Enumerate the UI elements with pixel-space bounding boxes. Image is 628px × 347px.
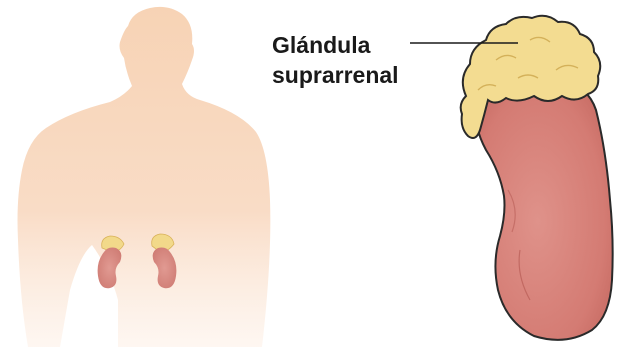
label-line-2: suprarrenal [272, 60, 399, 90]
kidney-body [476, 76, 613, 339]
torso-shape [18, 7, 271, 347]
human-body-silhouette [18, 7, 271, 347]
kidney-detail [476, 76, 613, 339]
label-line-1: Glándula [272, 30, 399, 60]
adrenal-gland-label: Glándula suprarrenal [272, 30, 399, 90]
